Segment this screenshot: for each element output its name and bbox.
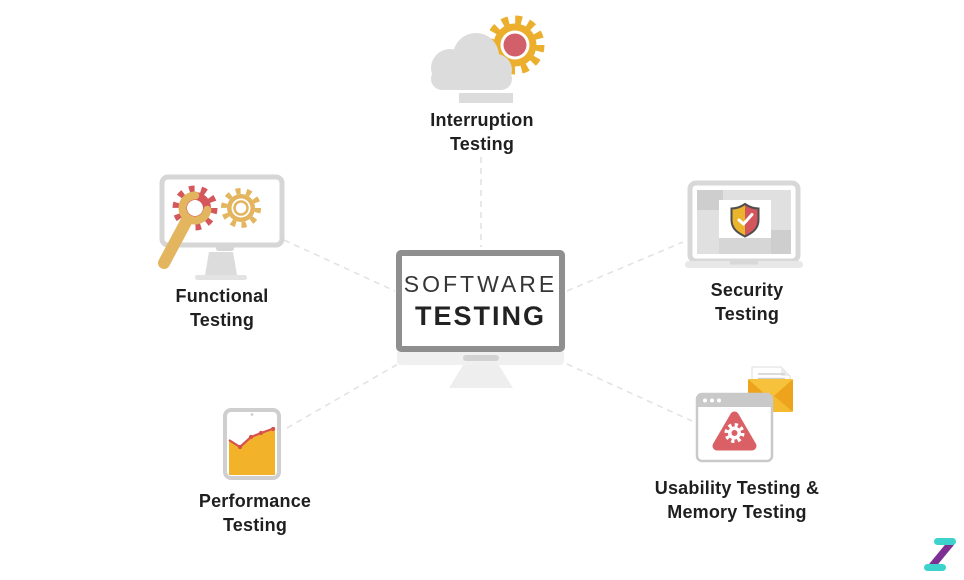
interruption-label-line1: Interruption (430, 110, 534, 130)
browser-warning-envelope-icon (695, 366, 793, 463)
performance-label: Performance Testing (145, 489, 365, 537)
interruption-label: Interruption Testing (372, 108, 592, 156)
center-title-line2: TESTING (414, 300, 546, 331)
cloud-gear-icon (431, 15, 545, 103)
performance-label-line2: Testing (222, 515, 288, 535)
z-logo-top-bar (934, 538, 956, 545)
laptop-base (685, 261, 803, 268)
usability-label: Usability Testing & Memory Testing (607, 476, 867, 524)
connector-performance (286, 363, 399, 429)
monitor-base (195, 275, 247, 280)
center-title-line1: SOFTWARE (403, 270, 558, 297)
z-logo (924, 538, 956, 571)
cloud-base-bar (459, 93, 513, 103)
interruption-label-line2: Testing (449, 134, 515, 154)
monitor-chin (397, 352, 564, 365)
monitor-icon: SOFTWARE TESTING (396, 250, 565, 352)
tablet-camera-dot (250, 413, 254, 416)
z-logo-bottom-bar (924, 564, 946, 571)
usability-label-line1: Usability Testing & (654, 478, 820, 498)
monitor-chin-pill (216, 246, 234, 251)
security-label-line2: Testing (714, 304, 780, 324)
yellow-gear-icon (221, 188, 261, 228)
wrench-icon (158, 191, 212, 269)
functional-label-line1: Functional (175, 286, 269, 306)
connector-functional (283, 239, 396, 292)
cloud-icon (431, 33, 512, 90)
monitor-stand (449, 365, 513, 388)
laptop-shield-icon (685, 180, 803, 268)
performance-label-line1: Performance (198, 491, 312, 511)
z-logo-diagonal (928, 539, 955, 570)
functional-label: Functional Testing (112, 284, 332, 332)
shield-check-icon (730, 202, 760, 238)
connector-usability (566, 363, 693, 422)
gear-icon (485, 15, 545, 75)
connector-security (566, 241, 684, 292)
warning-triangle-gear-icon (712, 411, 757, 451)
area-chart (228, 426, 276, 475)
security-label-line1: Security (710, 280, 784, 300)
security-label: Security Testing (637, 278, 857, 326)
monitor-chin-pill (462, 355, 499, 361)
usability-label-line2: Memory Testing (667, 502, 807, 522)
monitor-neck (205, 252, 237, 275)
monitor-gears-wrench-icon (158, 174, 285, 280)
functional-label-line2: Testing (189, 310, 255, 330)
tablet-area-chart-icon (223, 408, 281, 480)
